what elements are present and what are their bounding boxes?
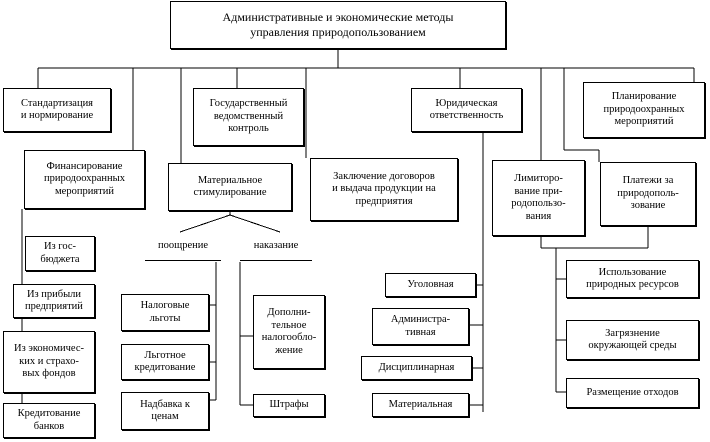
soft-crediting-box: Льготное кредитование xyxy=(121,344,209,380)
payments-box: Платежи за природополь- зование xyxy=(600,162,696,226)
fines-box: Штрафы xyxy=(253,394,325,417)
state-control-box: Государственный ведомственный контроль xyxy=(193,88,304,146)
price-markup-box: Надбавка к ценам xyxy=(121,392,209,430)
tax-benefits-box: Налоговые льготы xyxy=(121,294,209,331)
env-pollution-box: Загрязнение окружающей среды xyxy=(566,320,699,360)
material-incentives-box: Материальное стимулирование xyxy=(168,163,292,211)
title-box: Административные и экономические методы … xyxy=(170,1,506,49)
standardization-box: Стандартизация и нормирование xyxy=(3,88,111,132)
resource-use-box: Использование природных ресурсов xyxy=(566,260,699,298)
planning-box: Планирование природоохранных мероприятий xyxy=(583,82,705,138)
material-box: Материальная xyxy=(372,393,469,417)
disciplinary-box: Дисциплинарная xyxy=(361,356,472,380)
criminal-box: Уголовная xyxy=(385,273,476,297)
encouragement-label: поощрение xyxy=(145,233,221,261)
bank-crediting-box: Кредитование банков xyxy=(3,403,95,438)
limiting-box: Лимиторо- вание при- родопользо- вания xyxy=(492,160,585,236)
additional-taxation-box: Дополни- тельное налогообло- жение xyxy=(253,295,325,369)
legal-responsibility-box: Юридическая ответственность xyxy=(411,88,522,132)
from-state-budget-box: Из гос- бюджета xyxy=(25,236,95,271)
from-eco-insurance-funds-box: Из экономичес- ких и страхо- вых фондов xyxy=(3,331,95,393)
financing-box: Финансирование природоохранных мероприят… xyxy=(24,150,145,209)
from-enterprise-profit-box: Из прибыли предприятий xyxy=(13,284,95,318)
waste-disposal-box: Размещение отходов xyxy=(566,378,699,408)
contracts-box: Заключение договоров и выдача продукции … xyxy=(310,158,458,221)
administrative-box: Админиcтра- тивная xyxy=(372,308,469,345)
punishment-label: наказание xyxy=(240,233,312,261)
